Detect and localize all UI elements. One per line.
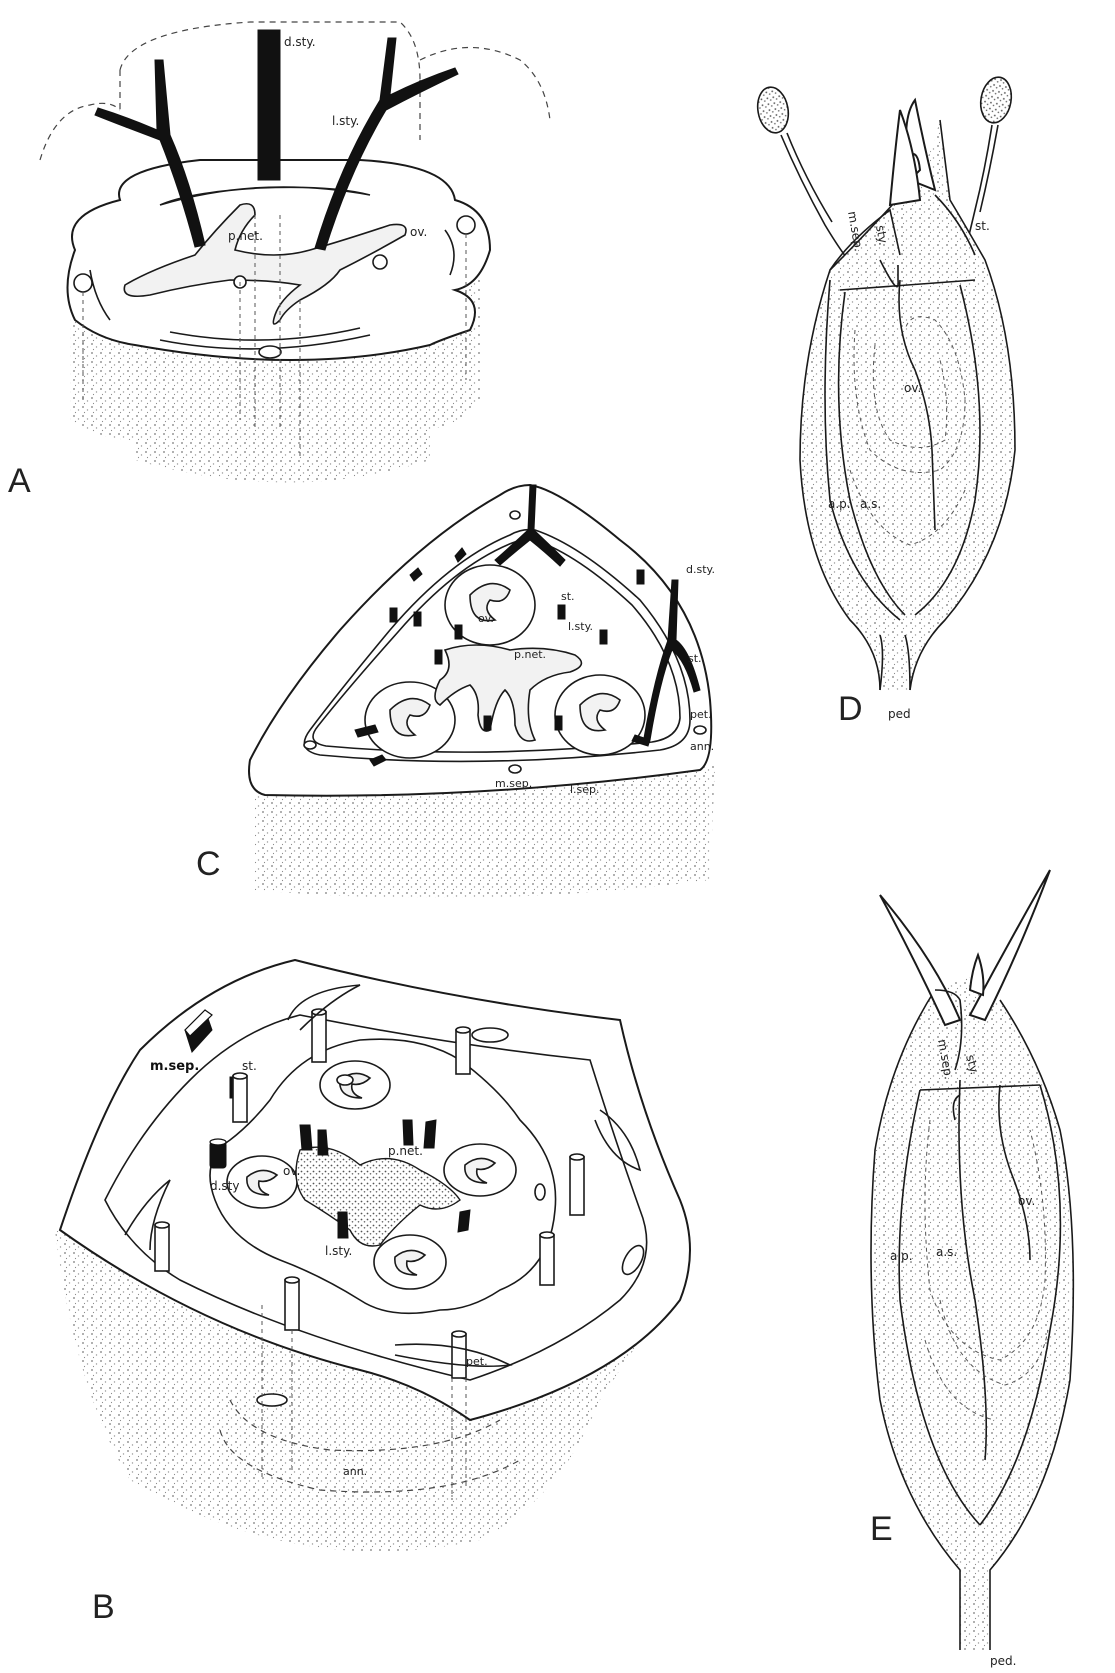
label-ap: a.p. — [828, 497, 851, 511]
label-ann: ann. — [690, 740, 714, 753]
panel-e: m.sep. sty. ov. a.p. a.s. ped. E — [870, 870, 1073, 1668]
panel-b-dorsal-stylar-bundle — [210, 1142, 226, 1168]
label-p-net: p.net. — [514, 648, 546, 661]
label-ov: ov. — [410, 225, 427, 239]
label-d-sty: d.sty. — [284, 35, 316, 49]
label-l-sty: l.sty. — [332, 114, 359, 128]
label-ped: ped — [888, 707, 911, 721]
label-as: a.s. — [860, 497, 881, 511]
label-ov: ov. — [478, 612, 494, 625]
label-m-sep: m.sep. — [495, 777, 532, 790]
panel-a-receptacle — [135, 345, 430, 483]
panel-a-dorsal-stylar-bundle — [258, 30, 280, 180]
label-l-sep: l.sep. — [570, 783, 600, 796]
panel-letter-e: E — [870, 1510, 893, 1548]
panel-a-bundle-circle — [74, 274, 92, 292]
label-st: st. — [975, 219, 990, 233]
label-d-sty: d.sty — [210, 1179, 240, 1193]
label-p-net: p.net. — [388, 1144, 423, 1158]
panel-a-bundle-circle — [457, 216, 475, 234]
label-pet: pet. — [466, 1355, 488, 1368]
label-ap: a.p. — [890, 1249, 913, 1263]
panel-letter-c: C — [196, 845, 221, 883]
panel-d: st. m.sep. sty. ov. a.p. a.s. ped D — [754, 75, 1015, 728]
panel-b: m.sep. st. ov. p.net. d.sty l.sty. pet. … — [55, 960, 690, 1626]
label-st: st. — [561, 590, 575, 603]
panel-a-bundle-circle — [259, 346, 281, 358]
panel-e-tepal — [970, 870, 1050, 1020]
panel-letter-b: B — [92, 1588, 115, 1626]
label-ov: ov. — [1018, 1194, 1035, 1208]
label-st: st. — [688, 652, 702, 665]
panel-letter-d: D — [838, 690, 863, 728]
label-l-sty: l.sty. — [568, 620, 593, 633]
panel-e-tepal — [880, 895, 960, 1025]
label-st: st. — [242, 1059, 257, 1073]
label-ov: ov. — [904, 381, 921, 395]
panel-a: d.sty. l.sty. p.net. ov. A — [8, 22, 550, 500]
label-d-sty: d.sty. — [686, 563, 715, 576]
panel-d-flower-body — [800, 120, 1015, 690]
panel-c-locule — [555, 675, 645, 755]
panel-a-bundle-circle — [373, 255, 387, 269]
panel-b-locule — [444, 1144, 516, 1196]
label-p-net: p.net. — [228, 229, 263, 243]
panel-c: d.sty. st. ov. l.sty. p.net. st. pet. an… — [196, 485, 715, 898]
panel-letter-a: A — [8, 462, 31, 500]
panel-b-locule — [374, 1235, 446, 1289]
label-pet: pet. — [690, 708, 712, 721]
label-ann: ann. — [343, 1465, 367, 1478]
label-l-sty: l.sty. — [325, 1244, 352, 1258]
panel-d-stamen — [754, 85, 850, 262]
label-m-sep: m.sep. — [150, 1059, 199, 1074]
label-ped: ped. — [990, 1654, 1016, 1668]
label-ov: ov. — [283, 1164, 300, 1178]
panel-b-locule — [320, 1061, 390, 1109]
label-as: a.s. — [936, 1245, 957, 1259]
